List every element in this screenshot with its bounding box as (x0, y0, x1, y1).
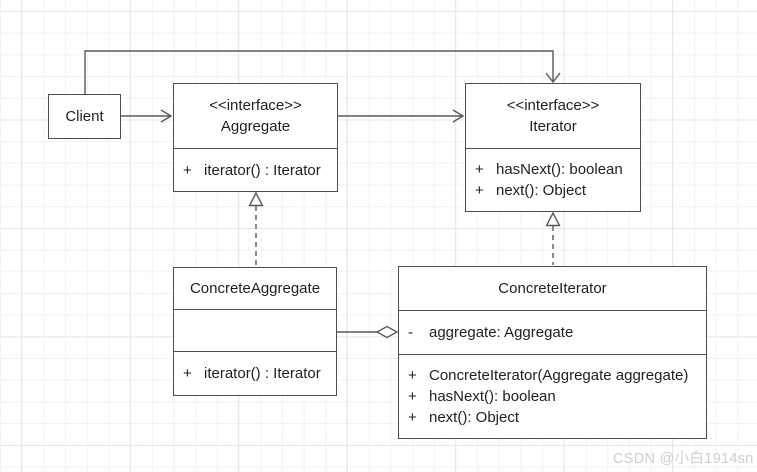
class-name: ConcreteIterator (498, 280, 607, 297)
method-row: + next(): Object (466, 180, 640, 201)
methods-compartment: + hasNext(): boolean + next(): Object (466, 148, 640, 211)
class-box-aggregate: <<interface>> Aggregate + iterator() : I… (173, 83, 338, 192)
aggregation-concreteiterator-to-concreteaggregate (337, 325, 399, 339)
class-header: <<interface>> Aggregate (174, 84, 337, 148)
class-box-client: Client (48, 94, 121, 139)
visibility: + (183, 161, 192, 179)
attribute-row: - aggregate: Aggregate (399, 322, 706, 343)
class-name: Client (65, 108, 104, 125)
method-row: + hasNext(): boolean (466, 159, 640, 180)
class-box-concrete-iterator: ConcreteIterator - aggregate: Aggregate … (398, 266, 707, 439)
hollow-diamond-icon (375, 325, 399, 339)
attributes-compartment-empty (174, 309, 336, 351)
attributes-compartment: - aggregate: Aggregate (399, 310, 706, 354)
visibility: - (408, 324, 413, 341)
attribute-signature: aggregate: Aggregate (429, 324, 574, 341)
methods-compartment: + iterator() : Iterator (174, 351, 336, 395)
association-client-to-aggregate (121, 109, 173, 123)
method-row: + iterator() : Iterator (174, 160, 337, 181)
class-header: <<interface>> Iterator (466, 84, 640, 148)
method-row: + next(): Object (399, 407, 706, 428)
method-row: + ConcreteIterator(Aggregate aggregate) (399, 365, 706, 386)
csdn-watermark: CSDN @小白1914sn (613, 451, 754, 467)
method-signature: iterator() : Iterator (204, 161, 321, 179)
method-signature: hasNext(): boolean (429, 388, 556, 405)
visibility: + (408, 409, 417, 426)
realization-concreteaggregate-to-aggregate (248, 191, 264, 266)
hollow-triangle-icon (545, 211, 561, 227)
method-signature: hasNext(): boolean (496, 161, 623, 178)
stereotype-label: <<interface>> (506, 97, 600, 114)
association-aggregate-to-iterator (338, 109, 465, 123)
methods-compartment: + iterator() : Iterator (174, 148, 337, 191)
class-name: Aggregate (220, 118, 291, 135)
arrowhead-down-icon (545, 72, 561, 84)
methods-compartment: + ConcreteIterator(Aggregate aggregate) … (399, 354, 706, 438)
visibility: + (475, 182, 484, 199)
hollow-triangle-icon (248, 191, 264, 207)
method-signature: next(): Object (429, 409, 520, 426)
method-signature: iterator() : Iterator (204, 365, 321, 382)
realization-concreteiterator-to-iterator (545, 211, 561, 265)
method-signature: next(): Object (496, 182, 587, 199)
method-signature: ConcreteIterator(Aggregate aggregate) (429, 367, 689, 384)
visibility: + (408, 367, 417, 384)
class-name: ConcreteAggregate (189, 280, 321, 297)
visibility: + (183, 365, 192, 382)
visibility: + (408, 388, 417, 405)
class-box-iterator: <<interface>> Iterator + hasNext(): bool… (465, 83, 641, 212)
visibility: + (475, 161, 484, 178)
method-row: + iterator() : Iterator (174, 363, 336, 384)
arrowhead-right-icon (452, 109, 465, 123)
arrowhead-right-icon (160, 109, 173, 123)
method-row: + hasNext(): boolean (399, 386, 706, 407)
stereotype-label: <<interface>> (209, 97, 302, 114)
class-header: ConcreteIterator (399, 267, 706, 310)
class-header: ConcreteAggregate (174, 268, 336, 309)
class-box-concrete-aggregate: ConcreteAggregate + iterator() : Iterato… (173, 267, 337, 396)
class-name: Iterator (529, 118, 577, 135)
association-client-to-iterator (84, 50, 561, 94)
